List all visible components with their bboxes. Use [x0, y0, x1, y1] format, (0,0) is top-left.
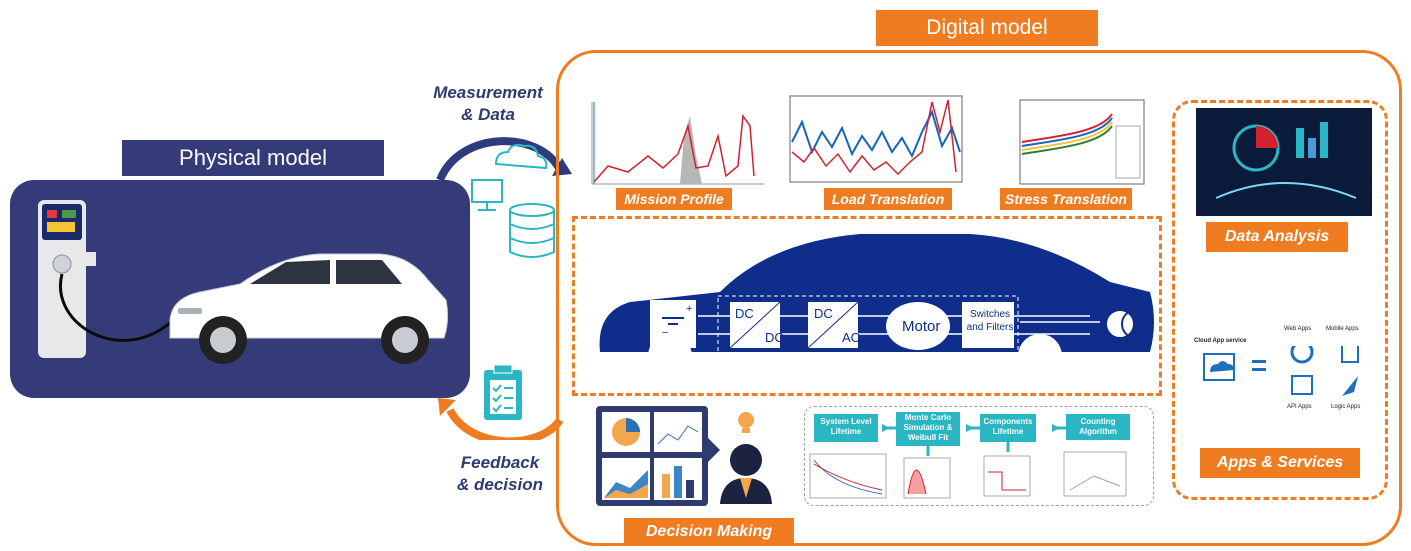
dcac-top-label: DC — [814, 306, 833, 321]
api-apps-label: API Apps — [1287, 404, 1312, 410]
web-apps-icon — [1290, 346, 1314, 364]
measurement-data-label: Measurement & Data — [433, 83, 543, 124]
web-apps-label: Web Apps — [1284, 326, 1312, 332]
monte-carlo-label: Monte Carlo Simulation & Weibull Fit — [903, 413, 953, 442]
data-analysis-image — [1196, 108, 1372, 216]
svg-text:−: − — [662, 327, 668, 339]
apps-services-label: Apps & Services — [1200, 448, 1360, 478]
charging-station-icon — [38, 200, 96, 358]
mobile-apps-label: Mobile Apps — [1326, 326, 1359, 332]
physical-model-title: Physical model — [122, 140, 384, 176]
analysis-services-frame — [1172, 100, 1388, 500]
dcac-bottom-label: AC — [842, 330, 861, 345]
feedback-arrow — [446, 407, 564, 440]
components-lifetime-box — [980, 414, 1036, 442]
digital-model-title: Digital model — [876, 10, 1098, 46]
battery-label: Battery — [652, 348, 697, 363]
powertrain-frame — [572, 216, 1162, 396]
electric-car-icon — [169, 253, 449, 364]
decision-dashboard-graphic — [596, 406, 772, 506]
dcdc-bottom-label: DC — [765, 330, 784, 345]
system-lifetime-label: System Level Lifetime — [820, 417, 872, 436]
lifetime-flow-frame — [804, 406, 1154, 506]
digital-model-panel — [556, 50, 1402, 546]
mobile-apps-icon — [1341, 346, 1359, 363]
api-apps-icon — [1291, 375, 1313, 395]
system-lifetime-box — [814, 414, 878, 442]
logic-apps-label: Logic Apps — [1331, 404, 1361, 410]
counting-algorithm-label: Counting Algorithm — [1079, 417, 1117, 436]
switches-filters-label: Switches and Filters — [966, 309, 1014, 333]
stress-translation-label: Stress Translation — [1000, 188, 1132, 210]
lifetime-flow-diagram — [809, 412, 1130, 499]
physical-model-panel — [10, 180, 470, 398]
powertrain-diagram: + − — [599, 234, 1154, 378]
motor-label: Motor — [902, 318, 941, 335]
dcdc-top-label: DC — [735, 306, 754, 321]
switches-filters-block — [962, 302, 1014, 348]
monte-carlo-box — [896, 412, 960, 446]
mission-profile-chart — [591, 102, 764, 185]
mission-profile-label: Mission Profile — [616, 188, 732, 210]
data-analysis-label: Data Analysis — [1206, 222, 1348, 252]
decision-making-label: Decision Making — [624, 518, 794, 546]
svg-text:+: + — [686, 303, 692, 315]
load-translation-label: Load Translation — [824, 188, 952, 210]
cloud-icon — [494, 143, 548, 170]
ev-charging-illustration — [38, 200, 449, 364]
measurement-arrow — [436, 137, 564, 182]
cloud-app-icon — [1203, 353, 1235, 381]
transformer-icon — [1105, 309, 1135, 339]
components-lifetime-label: Components Lifetime — [983, 417, 1033, 436]
clipboard-checklist-icon — [484, 364, 522, 420]
cloud-app-label: Cloud App service — [1194, 338, 1247, 344]
feedback-decision-label: Feedback & decision — [457, 453, 543, 494]
monitor-icon — [471, 179, 503, 203]
motor-block — [886, 302, 950, 350]
businessman-lightbulb-icon — [720, 412, 772, 504]
database-icon — [509, 203, 555, 258]
counting-algorithm-box — [1066, 414, 1130, 440]
logic-apps-icon — [1342, 376, 1358, 396]
stress-translation-chart — [1019, 99, 1145, 185]
load-translation-chart — [789, 95, 963, 183]
cloud-apps-diagram — [1203, 346, 1359, 396]
